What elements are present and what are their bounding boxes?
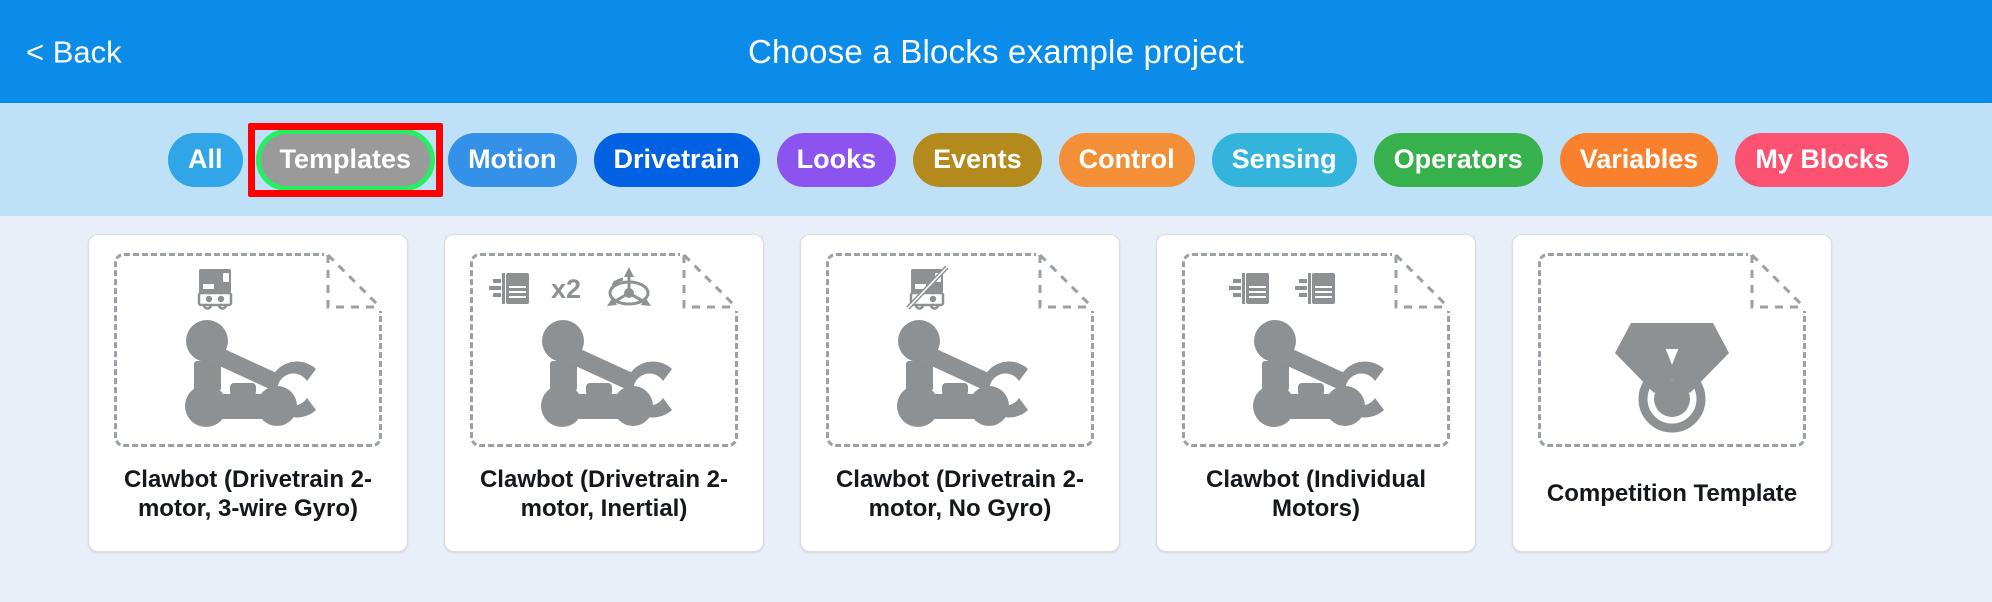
example-project-card[interactable]: Clawbot (Drivetrain 2-motor, 3-wire Gyro… [88, 234, 408, 552]
app-header: < Back Choose a Blocks example project [0, 0, 1992, 103]
example-project-card[interactable]: x2 Clawbot (Drivetrain 2-motor, Inertial… [444, 234, 764, 552]
back-button[interactable]: < Back [16, 30, 132, 73]
category-pill-control[interactable]: Control [1058, 132, 1195, 187]
clawbot-icon [897, 320, 1028, 427]
project-card-label: Clawbot (Drivetrain 2-motor, Inertial) [479, 465, 729, 522]
example-project-card[interactable]: Competition Template [1512, 234, 1832, 552]
hardware-badge-group [826, 261, 1030, 317]
category-pill-all[interactable]: All [168, 132, 243, 187]
project-card-label: Competition Template [1546, 480, 1798, 508]
clawbot-icon [1253, 320, 1384, 427]
category-pill-drivetrain[interactable]: Drivetrain [593, 132, 760, 187]
motor-icon [1229, 273, 1269, 304]
dashed-page-frame [114, 253, 382, 447]
project-main-icon [826, 309, 1094, 439]
project-card-label: Clawbot (Drivetrain 2-motor, 3-wire Gyro… [123, 465, 373, 522]
motor-icon [1295, 269, 1339, 309]
category-pill-templates[interactable]: Templates [255, 128, 436, 191]
folded-corner-icon [1392, 251, 1452, 311]
project-main-icon [1538, 309, 1806, 439]
dashed-page-frame [1538, 253, 1806, 447]
folded-corner-icon [680, 251, 740, 311]
project-thumbnail [1182, 249, 1454, 447]
motor-icon [1229, 269, 1273, 309]
category-pill-sensing[interactable]: Sensing [1211, 132, 1357, 187]
motor-icon [488, 273, 529, 304]
medal-icon [1615, 323, 1729, 433]
example-project-card[interactable]: Clawbot (Drivetrain 2-motor, No Gyro) [800, 234, 1120, 552]
project-card-label: Clawbot (Drivetrain 2-motor, No Gyro) [835, 465, 1085, 522]
hardware-badge-group: x2 [470, 261, 674, 317]
hardware-badge-group [1182, 261, 1386, 317]
project-main-icon [114, 309, 382, 439]
no-gyro-sensor-icon [905, 266, 951, 312]
category-pill-variables[interactable]: Variables [1559, 132, 1719, 187]
folded-corner-icon [324, 251, 384, 311]
gyro-sensor-icon [197, 269, 233, 310]
dashed-page-frame [470, 253, 738, 447]
clawbot-icon [541, 320, 672, 427]
dashed-page-frame [1182, 253, 1450, 447]
project-thumbnail [826, 249, 1098, 447]
hardware-badge-group [114, 261, 318, 317]
no-gyro-sensor-icon [906, 266, 949, 310]
inertial-sensor-icon [607, 267, 652, 306]
motor-icon [488, 269, 533, 309]
project-main-icon [470, 309, 738, 439]
clawbot-icon [185, 320, 316, 427]
folded-corner-icon [1748, 251, 1808, 311]
folded-corner-icon [1036, 251, 1096, 311]
project-thumbnail [114, 249, 386, 447]
inertial-sensor-icon [603, 265, 655, 313]
project-thumbnail [1538, 249, 1810, 447]
category-pill-looks[interactable]: Looks [776, 132, 897, 187]
category-pill-my-blocks[interactable]: My Blocks [1735, 132, 1909, 187]
project-thumbnail: x2 [470, 249, 742, 447]
dashed-page-frame [826, 253, 1094, 447]
project-card-label: Clawbot (Individual Motors) [1206, 465, 1426, 522]
motor-icon [1295, 273, 1335, 304]
project-main-icon [1182, 309, 1450, 439]
category-pill-operators[interactable]: Operators [1373, 132, 1543, 187]
gyro-sensor-icon [193, 266, 239, 312]
example-project-grid: Clawbot (Drivetrain 2-motor, 3-wire Gyro… [0, 216, 1992, 602]
category-pill-events[interactable]: Events [913, 132, 1042, 187]
motor-count-label: x2 [550, 273, 582, 304]
example-project-card[interactable]: Clawbot (Individual Motors) [1156, 234, 1476, 552]
category-pill-motion[interactable]: Motion [448, 132, 577, 187]
page-title: Choose a Blocks example project [748, 32, 1244, 70]
